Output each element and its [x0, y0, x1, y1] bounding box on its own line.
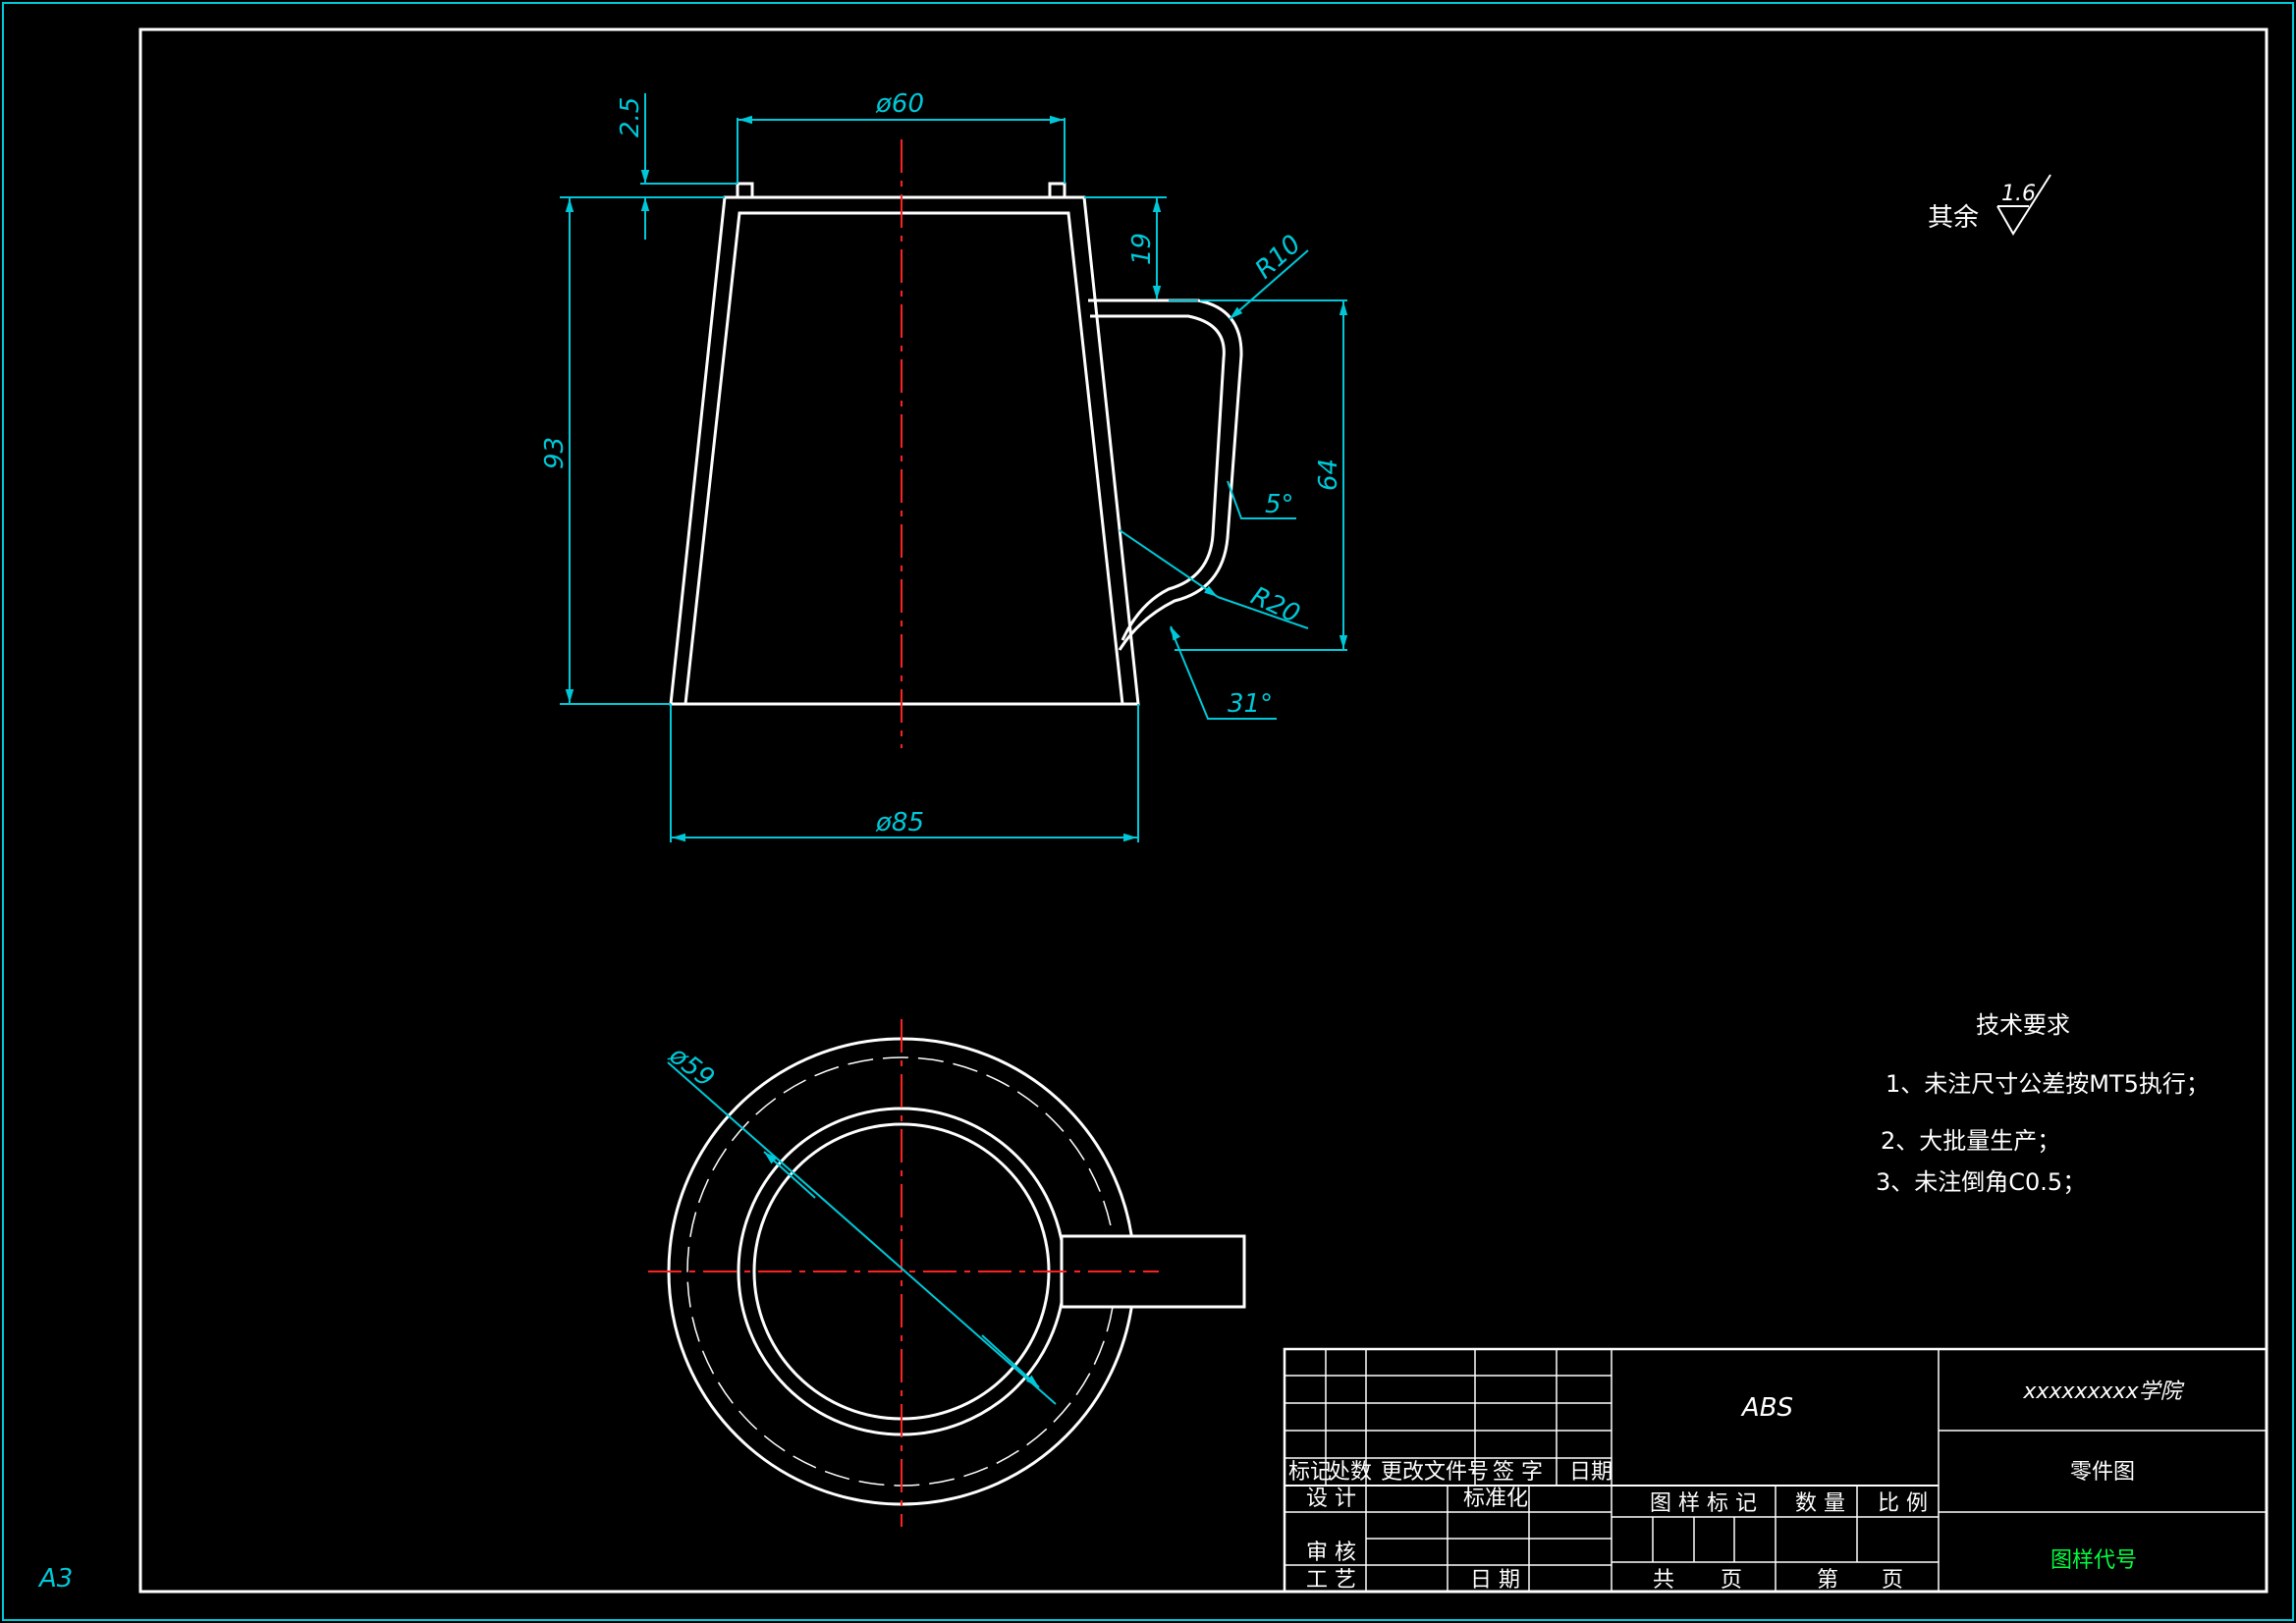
- dim-handle-height: 64: [1314, 459, 1343, 491]
- surface-finish: 其余 1.6: [1928, 174, 2051, 236]
- surface-finish-value: 1.6: [2001, 182, 2036, 206]
- tb-drawing-name: 零件图: [2070, 1460, 2135, 1485]
- tb-school: xxxxxxxxx学院: [2022, 1380, 2184, 1404]
- tb-page: 页: [1721, 1568, 1742, 1593]
- tb-doc: 更改文件号: [1381, 1460, 1489, 1485]
- top-view: [648, 1019, 1246, 1527]
- tb-total: 共: [1653, 1568, 1674, 1593]
- dim-r-top: R10: [1250, 230, 1307, 286]
- tech-req-item-3: 3、未注倒角C0.5；: [1876, 1168, 2086, 1196]
- sheet-size-label: A3: [37, 1564, 73, 1594]
- front-dimension-text: ø60 2.5 93 19 R10 64 5° R20 31° ø85: [540, 89, 1343, 838]
- tb-page2: 页: [1882, 1568, 1903, 1593]
- dim-r-bottom: R20: [1246, 581, 1304, 629]
- front-dimensions: [560, 93, 1348, 842]
- tech-req-item-1: 1、未注尺寸公差按MT5执行；: [1886, 1070, 2210, 1098]
- cup-inner-profile: [683, 211, 1124, 705]
- tb-quantity: 数 量: [1795, 1491, 1845, 1516]
- tb-design: 设 计: [1306, 1487, 1356, 1511]
- handle-outer: [1088, 298, 1243, 651]
- surface-finish-prefix: 其余: [1928, 203, 1979, 233]
- tb-review: 审 核: [1306, 1541, 1356, 1565]
- tb-scale: 比 例: [1878, 1491, 1928, 1516]
- tb-process: 工 艺: [1306, 1568, 1356, 1593]
- dim-lip: 2.5: [616, 97, 645, 137]
- dim-top-view-dia: ø59: [663, 1040, 720, 1093]
- dim-top-dia: ø60: [875, 89, 924, 119]
- tb-sign: 签 字: [1493, 1460, 1543, 1485]
- dia-leader: [667, 1061, 1057, 1405]
- cup-outer-profile: [669, 195, 1140, 706]
- rim-lug-left: [736, 182, 754, 199]
- tb-mark: 标记: [1288, 1460, 1332, 1485]
- rim-lug-right: [1048, 182, 1066, 199]
- tb-pattern-mark: 图 样 标 记: [1650, 1491, 1757, 1516]
- tb-material: ABS: [1740, 1393, 1793, 1423]
- tb-nth: 第: [1817, 1568, 1838, 1593]
- dim-height: 93: [540, 437, 570, 469]
- tb-drawing-code: 图样代号: [2050, 1548, 2137, 1573]
- dim-rim-offset: 19: [1127, 233, 1157, 265]
- handle-inner: [1090, 314, 1226, 641]
- tech-requirements: 技术要求 1、未注尺寸公差按MT5执行； 2、大批量生产； 3、未注倒角C0.5…: [1876, 1011, 2210, 1196]
- tb-date: 日期: [1569, 1460, 1613, 1485]
- dim-angle: 31°: [1228, 689, 1273, 719]
- tb-date2: 日 期: [1470, 1568, 1520, 1593]
- tech-req-item-2: 2、大批量生产；: [1881, 1127, 2060, 1155]
- tb-standard: 标准化: [1463, 1487, 1528, 1511]
- dim-base-dia: ø85: [875, 808, 924, 838]
- title-block-text: 标记 处数 更改文件号 签 字 日期 设 计 标准化 审 核 工 艺 日 期 A…: [1288, 1380, 2185, 1593]
- tb-count: 处数: [1329, 1460, 1372, 1485]
- tech-req-title: 技术要求: [1976, 1011, 2070, 1039]
- title-block: [1283, 1347, 2269, 1594]
- drawing-frame: [138, 27, 2269, 1594]
- dim-draft: 5°: [1265, 490, 1294, 519]
